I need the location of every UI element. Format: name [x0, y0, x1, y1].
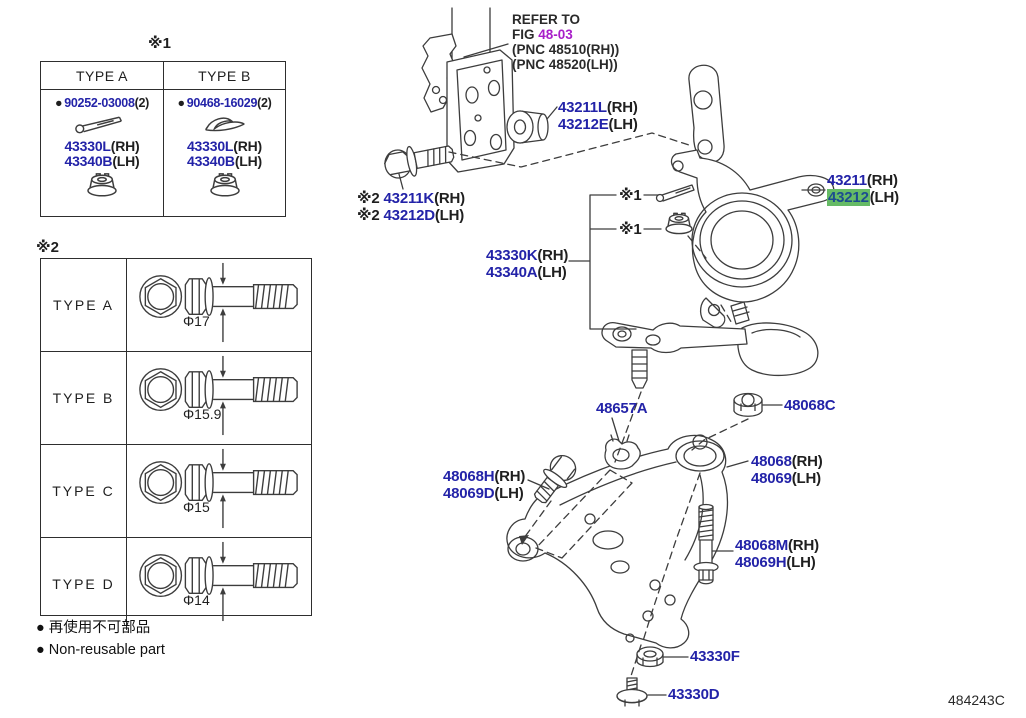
legend-en: Non-reusable part [48, 642, 165, 658]
part-number-link[interactable]: 43212D [383, 207, 436, 224]
ball-seat-nut-drawing [733, 392, 763, 417]
part-number-link[interactable]: 90252-03008 [64, 96, 135, 110]
table2-row-type-a: TYPE A Φ17 [41, 259, 311, 351]
bolt-diameter: Φ15 [183, 499, 210, 515]
ball-joint-drawing [601, 301, 819, 389]
part-number-link[interactable]: 43330L [64, 138, 111, 154]
part-number-link[interactable]: 43330K [486, 247, 538, 264]
note1-marker: ※1 [148, 35, 171, 52]
part-number-link[interactable]: 48068M [735, 537, 789, 554]
arm-rear-bolt-drawing [693, 503, 719, 585]
part-number-link[interactable]: 48068 [751, 453, 792, 470]
non-reusable-bullet: ● [177, 96, 185, 110]
rear-stud-drawing [616, 677, 648, 707]
cotter-pin-drawing [655, 184, 695, 203]
strut-bracket-drawing [421, 7, 515, 173]
callout-ball-seat-nut: 48068C [784, 397, 836, 414]
table1-cell-type-a: ●90252-03008(2) 43330L(RH) 43340B(LH) [41, 89, 163, 216]
part-number-link[interactable]: 43330F [690, 648, 740, 665]
part-number-link[interactable]: 90468-16029 [186, 96, 258, 110]
note2-marker: ※2 [36, 239, 59, 256]
part-number-link[interactable]: 48069D [443, 485, 495, 502]
table2-row-type-d: TYPE D Φ14 [41, 537, 311, 630]
callout-rear-nut: 43330F [690, 648, 740, 665]
castle-nut-drawing [665, 212, 693, 235]
callout-arm-clamp: 48657A [596, 400, 648, 417]
part-number-link[interactable]: 48068C [784, 397, 836, 414]
note2-table: TYPE A Φ17 TYPE B Φ15.9 TYPE C Φ15 TYPE … [40, 258, 312, 630]
part-number-link[interactable]: 43211L [558, 99, 607, 116]
non-reusable-bullet: ● [36, 642, 45, 658]
bolt-diameter: Φ17 [183, 313, 210, 329]
part-number-link[interactable]: 48657A [596, 400, 648, 417]
non-reusable-bullet: ● [36, 620, 45, 636]
part-number-link[interactable]: 43340B [186, 153, 235, 169]
table1-header-type-a: TYPE A [75, 67, 129, 84]
note1-table: TYPE A TYPE B ●90252-03008(2) 43330L(RH)… [40, 61, 286, 217]
table1-cell-type-b: ●90468-16029(2) 43330L(RH) 43340B(LH) [163, 89, 285, 216]
dashed-arrowhead [519, 535, 529, 545]
legend-jp: 再使用不可部品 [48, 620, 151, 636]
non-reusable-bullet: ● [54, 96, 63, 110]
spring-clip-icon [204, 117, 245, 132]
figure-code: 484243C [948, 692, 1005, 708]
arm-clamp-drawing [604, 434, 641, 470]
knuckle-bolt-drawing [384, 145, 455, 179]
lower-arm-drawing [506, 434, 729, 649]
arm-front-bolt-drawing [533, 454, 577, 504]
part-number-link[interactable]: 43330L [186, 138, 234, 154]
bolt-diameter: Φ15.9 [183, 406, 222, 422]
refer-note: REFER TO FIG 48-03 (PNC 48510(RH)) (PNC … [512, 12, 620, 72]
part-number-link[interactable]: 43211K [383, 190, 435, 207]
hex-flange-bolt-icon [127, 259, 310, 346]
hex-flange-bolt-icon [127, 352, 310, 439]
callout-arm-rear-bolt: 48068M(RH) 48069H(LH) [735, 537, 819, 571]
part-number-link-highlighted[interactable]: 43212 [827, 189, 870, 206]
castle-nut-icon [204, 172, 246, 200]
fig-link[interactable]: 48-03 [538, 27, 573, 42]
callout-arm-front-bolt: 48068H(RH) 48069D(LH) [443, 468, 526, 502]
callout-strut-bushing: 43211L(RH) 43212E(LH) [558, 99, 638, 133]
rear-nut-drawing [636, 646, 664, 668]
part-number-link[interactable]: 43212E [558, 116, 609, 133]
strut-bushing-drawing [506, 110, 549, 144]
part-number-link[interactable]: 43330D [668, 686, 720, 703]
castle-nut-icon [81, 172, 123, 200]
cotter-pin-icon [75, 116, 122, 134]
part-number-link[interactable]: 43340A [486, 264, 538, 281]
part-number-link[interactable]: 43340B [64, 153, 113, 169]
steering-knuckle-drawing [670, 64, 835, 328]
callout-lower-arm: 48068(RH) 48069(LH) [751, 453, 823, 487]
legend: ● 再使用不可部品 ● Non-reusable part [36, 617, 165, 661]
callout-knuckle: 43211(RH) 43212(LH) [827, 172, 899, 206]
bolt-diameter: Φ14 [183, 592, 210, 608]
note1-ref-lower: ※1 [619, 221, 642, 238]
part-number-link[interactable]: 48069H [735, 554, 787, 571]
table1-header-type-b: TYPE B [163, 62, 285, 89]
dashed-assembly-lines [448, 132, 749, 680]
part-number-link[interactable]: 48068H [443, 468, 495, 485]
callout-ball-joint: 43330K(RH) 43340A(LH) [486, 247, 569, 281]
table2-row-type-c: TYPE C Φ15 [41, 444, 311, 537]
callout-rear-stud: 43330D [668, 686, 720, 703]
part-number-link[interactable]: 48069 [751, 470, 792, 487]
table2-row-type-b: TYPE B Φ15.9 [41, 351, 311, 444]
part-number-link[interactable]: 43211 [827, 172, 867, 189]
hex-flange-bolt-icon [127, 445, 310, 532]
note1-ref-upper: ※1 [619, 187, 642, 204]
hex-flange-bolt-icon [127, 538, 310, 625]
leader-lines [398, 43, 826, 696]
